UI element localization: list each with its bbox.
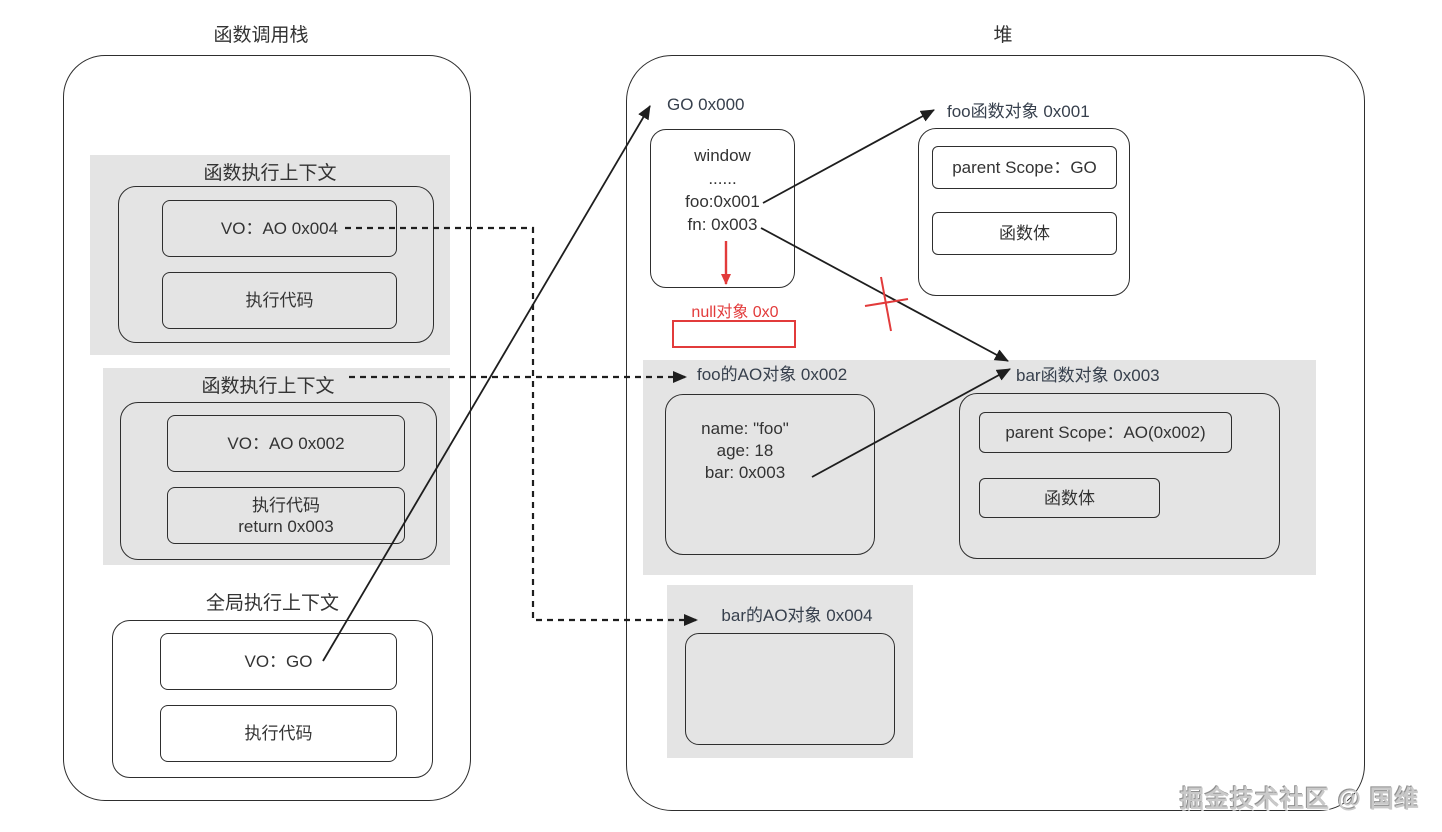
bar-fn-body-text: 函数体 bbox=[1044, 488, 1095, 508]
foo-ao-line-age: age: 18 bbox=[716, 441, 774, 460]
go-line-dots: ...... bbox=[708, 169, 737, 188]
context-1-vo-box: VO：AO 0x004 bbox=[162, 200, 397, 257]
context-1-code-text: 执行代码 bbox=[245, 291, 314, 310]
context-3-code-box: 执行代码 bbox=[160, 705, 397, 762]
go-object-label: GO 0x000 bbox=[667, 95, 745, 114]
context-2-code-line-1: 执行代码 bbox=[252, 495, 320, 515]
bar-ao-object-label: bar的AO对象 0x004 bbox=[721, 606, 873, 625]
watermark: 掘金技术社区 @ 国维 bbox=[1180, 786, 1420, 813]
context-3-vo-box: VO：GO bbox=[160, 633, 397, 690]
bar-ao-object-box bbox=[685, 633, 895, 745]
foo-fn-parent-scope-box: parent Scope：GO bbox=[932, 146, 1117, 189]
bar-fn-parent-scope-text: parent Scope：AO(0x002) bbox=[1005, 423, 1206, 442]
bar-fn-body-box: 函数体 bbox=[979, 478, 1160, 518]
bar-fn-parent-scope-box: parent Scope：AO(0x002) bbox=[979, 412, 1232, 453]
context-3-vo-text: VO：GO bbox=[244, 652, 313, 671]
heap-title: 堆 bbox=[993, 25, 1013, 46]
go-line-window: window bbox=[694, 146, 751, 165]
context-2-title: 函数执行上下文 bbox=[201, 376, 335, 397]
foo-ao-line-bar: bar: 0x003 bbox=[704, 463, 786, 482]
bar-fn-object-label: bar函数对象 0x003 bbox=[1016, 366, 1160, 385]
context-2-vo-box: VO：AO 0x002 bbox=[167, 415, 405, 472]
context-2-code-line-2: return 0x003 bbox=[238, 516, 334, 536]
context-3-title: 全局执行上下文 bbox=[205, 593, 339, 614]
foo-ao-lines: name: "foo" age: 18 bar: 0x003 bbox=[665, 418, 825, 484]
foo-fn-body-text: 函数体 bbox=[999, 224, 1050, 243]
go-line-foo: foo:0x001 bbox=[685, 192, 760, 211]
null-object-box bbox=[672, 320, 796, 348]
context-2-code-box: 执行代码 return 0x003 bbox=[167, 487, 405, 544]
foo-fn-body-box: 函数体 bbox=[932, 212, 1117, 255]
foo-fn-object-box bbox=[918, 128, 1130, 296]
foo-ao-object-label: foo的AO对象 0x002 bbox=[697, 365, 848, 384]
go-line-fn: fn: 0x003 bbox=[687, 215, 758, 234]
foo-fn-object-label: foo函数对象 0x001 bbox=[947, 102, 1090, 121]
foo-ao-line-name: name: "foo" bbox=[701, 419, 789, 438]
context-1-vo-text: VO：AO 0x004 bbox=[220, 219, 339, 238]
stack-title: 函数调用栈 bbox=[213, 25, 309, 46]
heap-bottom-panel bbox=[667, 585, 913, 758]
go-object-box: window ...... foo:0x001 fn: 0x003 bbox=[650, 129, 795, 288]
null-object-label: null对象 0x0 bbox=[691, 304, 779, 321]
context-2-vo-text: VO：AO 0x002 bbox=[227, 434, 345, 453]
foo-fn-parent-scope-text: parent Scope：GO bbox=[952, 158, 1097, 177]
context-1-code-box: 执行代码 bbox=[162, 272, 397, 329]
context-3-code-text: 执行代码 bbox=[244, 724, 313, 743]
context-1-title: 函数执行上下文 bbox=[203, 163, 337, 184]
